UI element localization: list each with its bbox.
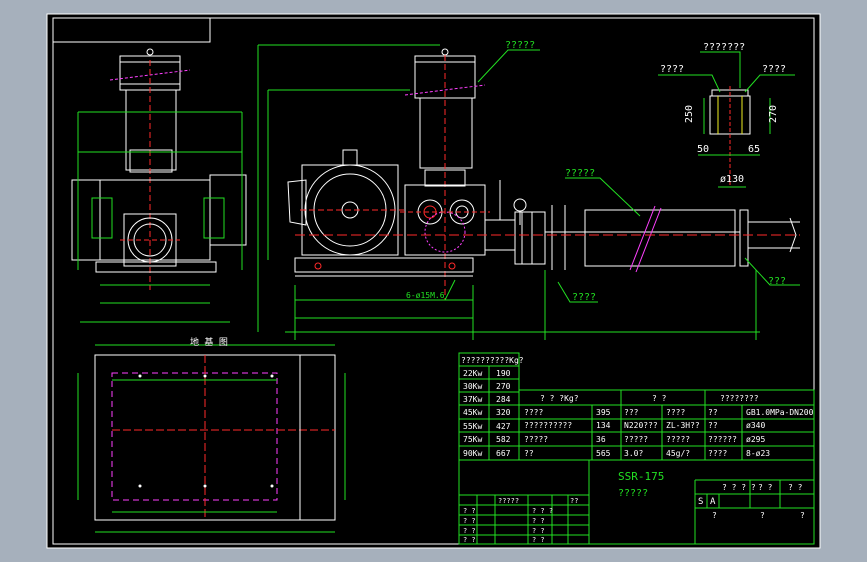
- spec-cell: ??????????: [524, 421, 572, 430]
- spec-cell: GB1.0MPa-DN200: [746, 408, 814, 417]
- spec-cell: 3.0?: [624, 449, 643, 458]
- weight-row-mass: 284: [496, 395, 511, 404]
- title-left-header: ?????: [498, 497, 519, 505]
- weight-row-power: 45Kw: [463, 408, 482, 417]
- spec-cell: 565: [596, 449, 611, 458]
- spec-cell: N220???: [624, 421, 658, 430]
- spec-cell: ?????: [624, 435, 648, 444]
- title-stage-mark: A: [710, 497, 716, 507]
- callout-pipe-label: ???: [768, 276, 786, 287]
- weight-row-power: 75Kw: [463, 435, 482, 444]
- spec-cell: ??: [708, 421, 718, 430]
- title-left-cell: ? ?: [463, 507, 476, 515]
- front-view: [257, 44, 800, 340]
- detail-leaders: [658, 74, 721, 93]
- spec-header: ? ? ?Kg?: [540, 394, 579, 403]
- spec-cell: ?????: [666, 435, 690, 444]
- weight-row-mass: 667: [496, 449, 511, 458]
- spec-header: ????????: [720, 394, 759, 403]
- spec-table-headers: ? ? ?Kg? ? ?????????: [540, 394, 759, 403]
- spec-cell: ????: [666, 408, 685, 417]
- weight-row-mass: 427: [496, 422, 511, 431]
- title-model: SSR-175: [618, 470, 664, 483]
- spec-cell: ?????: [524, 435, 548, 444]
- outer-frame: [46, 13, 821, 549]
- callout-mid-label: ?????: [565, 168, 595, 179]
- title-footer: ?: [712, 511, 717, 520]
- weight-row-mass: 270: [496, 382, 511, 391]
- detail-view: [698, 51, 795, 188]
- detail-right-label: ????: [762, 64, 786, 75]
- spec-cell: ??: [708, 408, 718, 417]
- title-stage-mark: S: [698, 497, 703, 507]
- spec-cell: 134: [596, 421, 611, 430]
- corner-stamp: [53, 18, 211, 43]
- title-left-cell: ? ?: [532, 536, 545, 544]
- title-stage-header: ? ?: [758, 483, 773, 492]
- detail-left-label: ????: [660, 64, 684, 75]
- callout-top-label: ?????: [505, 40, 535, 51]
- spec-cell: ø340: [746, 421, 765, 430]
- dim-65: 65: [748, 144, 760, 155]
- title-left-cell: ? ?: [532, 527, 545, 535]
- callout-leaders: [405, 49, 800, 303]
- detail-title-label: ???????: [703, 42, 745, 53]
- title-left-grid: ???????? ?? ? ?? ?? ?? ?? ?? ?? ?: [463, 497, 578, 544]
- dim-130: ø130: [720, 174, 744, 185]
- weight-row-mass: 582: [496, 435, 511, 444]
- spec-table: [518, 389, 815, 461]
- dim-250: 250: [684, 105, 695, 123]
- dim-270: 270: [768, 105, 779, 123]
- title-left-cell: ? ? ?: [532, 507, 553, 515]
- weight-row-mass: 190: [496, 369, 511, 378]
- title-footer: ?: [760, 511, 765, 520]
- weight-table-header: ??????????Kg?: [461, 356, 524, 365]
- drawing-sheet: [47, 14, 820, 548]
- title-left-cell: ? ?: [463, 527, 476, 535]
- weight-row-mass: 320: [496, 408, 511, 417]
- title-stage-header: ? ?: [788, 483, 803, 492]
- title-left-cell: ? ?: [463, 536, 476, 544]
- spec-cell: 36: [596, 435, 606, 444]
- title-footer: ?: [800, 511, 805, 520]
- spec-cell: ZL-3H??: [666, 421, 700, 430]
- spec-table-rows: ???? 395????????? GB1.0MPa-DN200??????????…: [524, 408, 814, 458]
- foundation-plan-title: 地 基 图: [190, 336, 228, 348]
- spec-cell: ??????: [708, 435, 737, 444]
- spec-cell: 45g/?: [666, 449, 690, 458]
- title-name: ?????: [618, 488, 648, 499]
- title-stage-header: ? ? ? ?: [722, 483, 756, 492]
- end-view: [71, 48, 247, 323]
- title-left-cell: ? ?: [532, 517, 545, 525]
- inner-frame: [52, 17, 815, 545]
- foundation-plan: [77, 344, 346, 533]
- title-block: [458, 459, 815, 545]
- dim-50: 50: [697, 144, 709, 155]
- title-left-cell: ? ?: [463, 517, 476, 525]
- spec-cell: ø295: [746, 435, 765, 444]
- weight-table-rows: 22Kw 190 30Kw 270 37Kw 284 45Kw 320 55Kw 427 75Kw 5…: [463, 369, 511, 458]
- callout-flange-label: ????: [572, 292, 596, 303]
- weight-row-power: 37Kw: [463, 395, 482, 404]
- spec-cell: ??: [524, 449, 534, 458]
- weight-row-power: 55Kw: [463, 422, 482, 431]
- weight-row-power: 30Kw: [463, 382, 482, 391]
- spec-cell: ????: [524, 408, 543, 417]
- spec-header: ? ?: [652, 394, 667, 403]
- title-left-header: ??: [570, 497, 578, 505]
- weight-row-power: 22Kw: [463, 369, 482, 378]
- spec-cell: ????: [708, 449, 727, 458]
- weight-row-power: 90Kw: [463, 449, 482, 458]
- spec-cell: 395: [596, 408, 611, 417]
- spec-cell: 8-ø23: [746, 449, 770, 458]
- callout-bolts-label: 6-ø15M.6: [406, 291, 445, 300]
- spec-cell: ???: [624, 408, 639, 417]
